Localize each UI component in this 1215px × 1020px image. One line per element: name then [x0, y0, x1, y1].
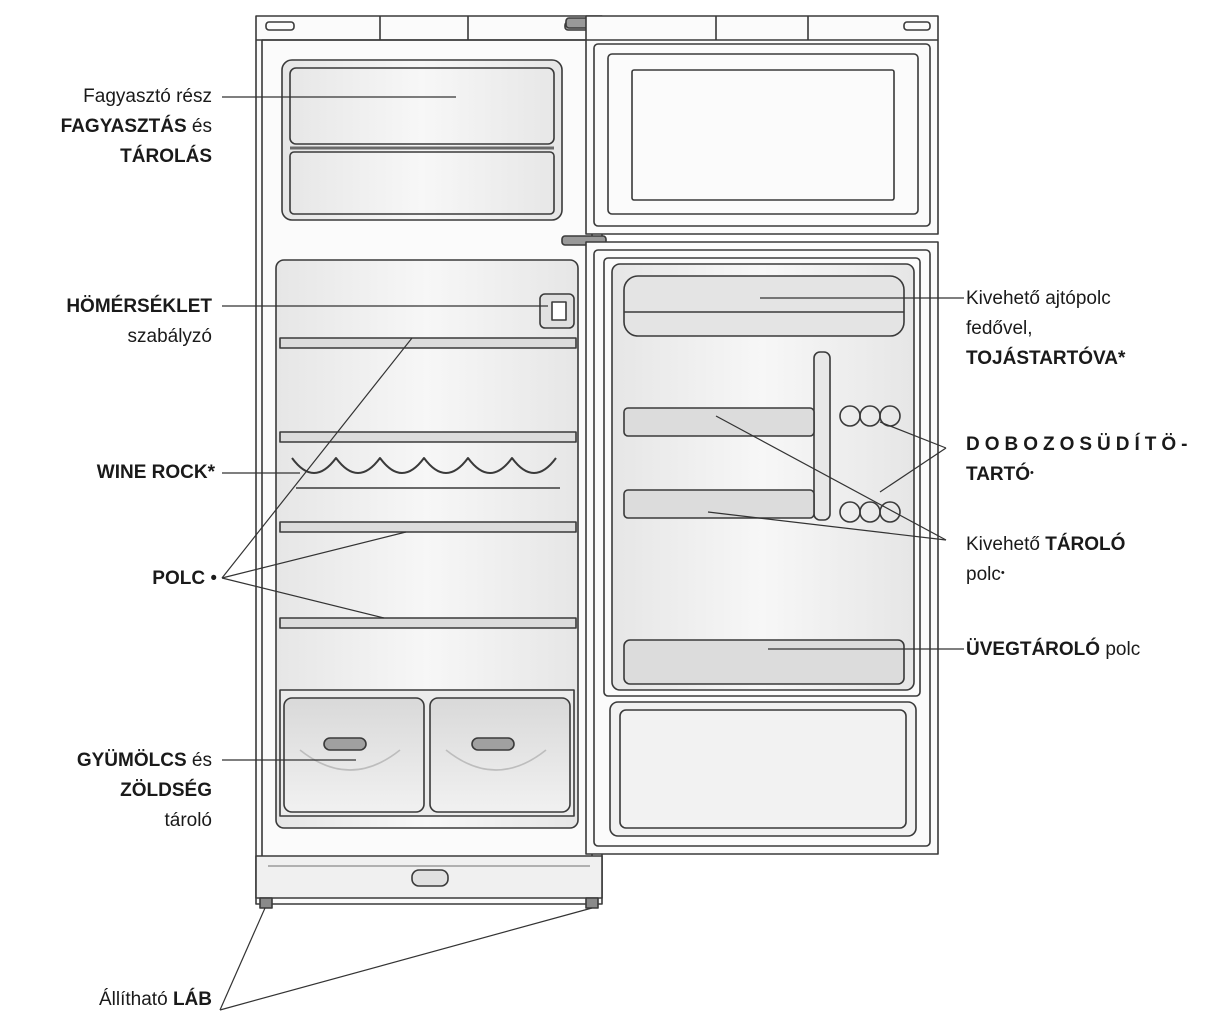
storage-shelf-label-removable: Kivehető: [966, 534, 1045, 555]
label-crisper: GYÜMÖLCS és ZÖLDSÉG tároló: [77, 746, 212, 836]
shelf-label: POLC: [152, 568, 205, 589]
label-bottle-shelf: ÜVEGTÁROLÓ polc: [966, 635, 1140, 665]
label-door-shelf: Kivehető ajtópolc fedővel, TOJÁSTARTÓVA*: [966, 284, 1125, 374]
shelf-label-mark: •: [205, 568, 217, 589]
freezer-label-freezing: FAGYASZTÁS: [61, 116, 187, 137]
can-holder-label-line1: DOBOZOSÜDÍTÖ-: [966, 430, 1193, 460]
label-can-holder: DOBOZOSÜDÍTÖ- TARTÓ•: [966, 430, 1193, 490]
label-adjustable-feet: Állítható LÁB: [99, 985, 212, 1015]
door-shelf-label-line1: Kivehető ajtópolc: [966, 284, 1125, 314]
freezer-label-line1: Fagyasztó rész: [61, 82, 212, 112]
label-wine-rack: WINE ROCK*: [97, 458, 215, 488]
door-shelf-label-egg: TOJÁSTARTÓVA*: [966, 344, 1125, 374]
wine-rack-label: WINE ROCK*: [97, 458, 215, 488]
storage-shelf-label-storage: TÁROLÓ: [1045, 534, 1125, 555]
bottle-shelf-label-shelf: polc: [1100, 639, 1140, 660]
crisper-label-vegetable: ZÖLDSÉG: [77, 776, 212, 806]
label-shelf: POLC •: [152, 564, 217, 594]
label-thermostat: HÖMÉRSÉKLET szabályzó: [66, 292, 212, 352]
crisper-label-fruit: GYÜMÖLCS: [77, 750, 187, 771]
bottle-shelf-label-glass: ÜVEGTÁROLÓ: [966, 639, 1100, 660]
thermostat-label-sub: szabályzó: [66, 322, 212, 352]
freezer-compartment: [282, 60, 562, 220]
thermostat-label-title: HÖMÉRSÉKLET: [66, 292, 212, 322]
label-storage-shelf: Kivehető TÁROLÓ polc•: [966, 530, 1125, 590]
can-holder-label-mark: •: [1030, 467, 1034, 479]
crisper-label-sub: tároló: [77, 806, 212, 836]
feet-label-adjustable: Állítható: [99, 989, 173, 1010]
freezer-door: [586, 16, 938, 234]
feet-label-foot: LÁB: [173, 989, 212, 1010]
label-freezer-section: Fagyasztó rész FAGYASZTÁS és TÁROLÁS: [61, 82, 212, 172]
storage-shelf-label-shelf: polc: [966, 564, 1001, 585]
door-shelf-label-line2: fedővel,: [966, 314, 1125, 344]
freezer-label-storage: TÁROLÁS: [61, 142, 212, 172]
fridge-door: [586, 242, 938, 854]
can-holder-label-line2: TARTÓ: [966, 464, 1030, 485]
storage-shelf-label-mark: •: [1001, 567, 1005, 579]
freezer-label-and: és: [187, 116, 212, 137]
crisper-label-and: és: [187, 750, 212, 771]
fridge-compartment: [276, 260, 578, 828]
